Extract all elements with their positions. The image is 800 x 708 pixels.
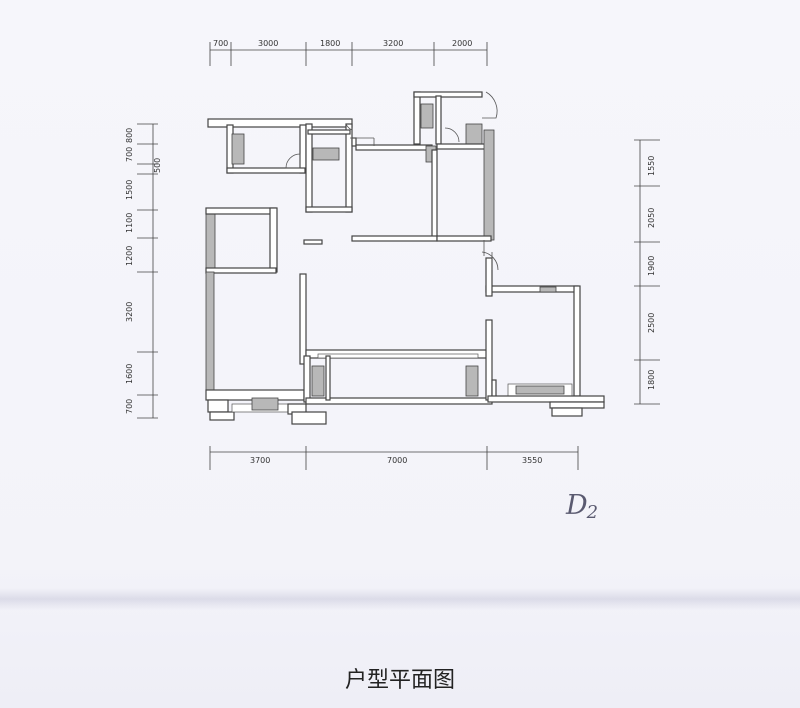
- bottom-dimension-chain: 3700 7000 3550: [209, 446, 579, 470]
- top-dimension-chain: 700 3000 1800 3200 2000: [209, 39, 488, 66]
- right-dim-5: 1800: [647, 370, 656, 390]
- right-dim-3: 1900: [647, 256, 656, 276]
- left-dim-2: 800: [125, 128, 134, 143]
- right-dim-4: 2500: [647, 313, 656, 333]
- bottom-dim-2: 7000: [387, 456, 407, 465]
- right-dim-2: 2050: [647, 208, 656, 228]
- interior-lines: [350, 137, 485, 256]
- plan-caption: 户型平面图: [344, 668, 455, 693]
- left-dim-7: 3200: [125, 302, 134, 322]
- left-dim-4: 1500: [125, 180, 134, 200]
- right-dim-1: 1550: [647, 156, 656, 176]
- bottom-dim-1: 3700: [250, 456, 270, 465]
- left-dim-6: 1200: [125, 246, 134, 266]
- left-dim-1: 700: [125, 147, 134, 162]
- left-dim-5: 1100: [125, 213, 134, 233]
- paper-fold: [0, 588, 800, 610]
- top-dim-5: 2000: [452, 39, 472, 48]
- top-dim-3: 1800: [320, 39, 340, 48]
- right-dimension-chain: 1550 2050 1900 2500 1800: [634, 139, 660, 405]
- handwritten-annotation: D2: [566, 490, 598, 523]
- annotation-subscript: 2: [586, 502, 598, 523]
- top-dim-4: 3200: [383, 39, 403, 48]
- walls: [205, 91, 605, 425]
- annotation-label: D: [566, 490, 588, 521]
- left-dim-9: 700: [125, 399, 134, 414]
- bottom-dim-3: 3550: [522, 456, 542, 465]
- left-dimension-chain: 700 800 500 1500 1100 1200 3200 1600 700: [125, 123, 162, 419]
- top-dim-2: 3000: [258, 39, 278, 48]
- top-dim-1: 700: [213, 39, 228, 48]
- left-dim-8: 1600: [125, 364, 134, 384]
- left-dim-3: 500: [153, 158, 162, 173]
